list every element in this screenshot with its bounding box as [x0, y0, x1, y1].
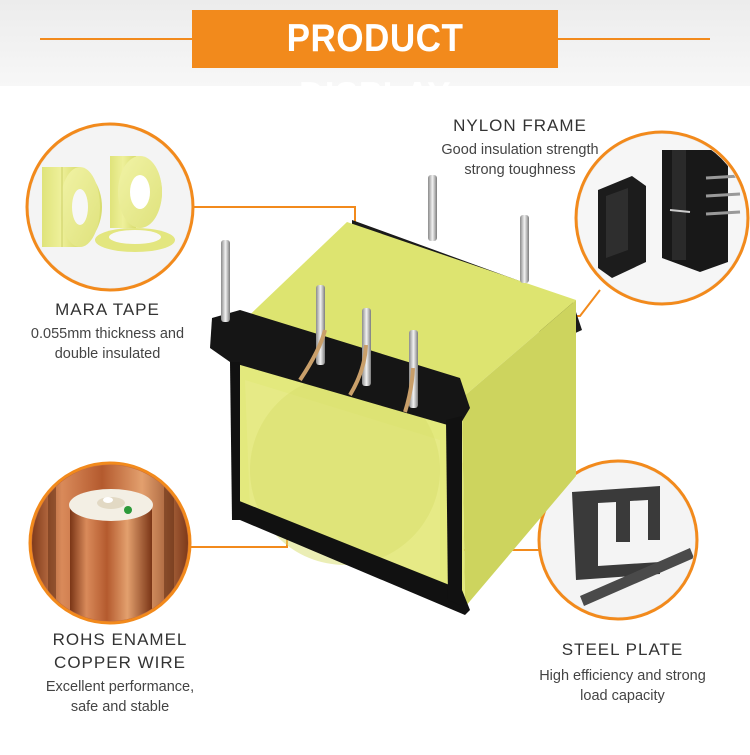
- nylon-frame-feature: NYLON FRAME Good insulation strength str…: [400, 116, 640, 180]
- banner-box: [192, 10, 558, 68]
- transformer-image: [210, 175, 582, 615]
- mara-tape-feature: MARA TAPE 0.055mm thickness and double i…: [0, 300, 215, 364]
- steel-plate-desc-1: High efficiency and strong: [539, 668, 706, 684]
- copper-wire-feature: ROHS ENAMEL COPPER WIRE Excellent perfor…: [0, 630, 240, 717]
- mara-tape-image: [25, 122, 195, 292]
- nylon-frame-desc-2: strong toughness: [464, 162, 576, 178]
- steel-plate-feature: STEEL PLATE High efficiency and strong l…: [500, 640, 745, 706]
- copper-wire-desc-1: Excellent performance,: [45, 679, 195, 695]
- nylon-frame-image: [574, 130, 750, 306]
- copper-wire-title-1: ROHS ENAMEL: [52, 630, 188, 649]
- nylon-frame-title: NYLON FRAME: [453, 116, 587, 135]
- nylon-frame-desc-1: Good insulation strength: [441, 142, 599, 158]
- banner-right-line: [558, 38, 710, 40]
- mara-tape-title: MARA TAPE: [55, 300, 160, 319]
- mara-tape-desc-1: 0.055mm thickness and: [30, 326, 185, 342]
- copper-wire-desc-2: safe and stable: [70, 699, 170, 715]
- page-title: PRODUCT DISPLAY: [286, 17, 464, 118]
- mara-tape-desc-2: double insulated: [54, 346, 161, 362]
- copper-wire-title-2: COPPER WIRE: [54, 653, 186, 672]
- steel-plate-title: STEEL PLATE: [561, 640, 684, 659]
- steel-plate-image: [537, 459, 699, 621]
- copper-wire-image: [28, 461, 192, 625]
- banner-left-line: [40, 38, 192, 40]
- header-banner: PRODUCT DISPLAY: [0, 0, 750, 118]
- steel-plate-desc-2: load capacity: [580, 688, 665, 704]
